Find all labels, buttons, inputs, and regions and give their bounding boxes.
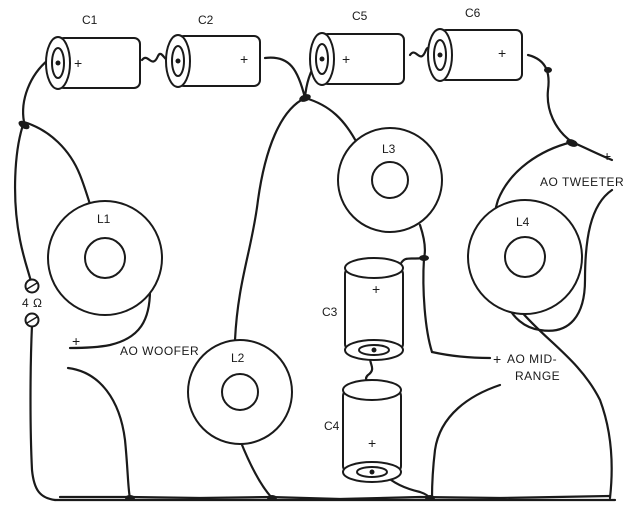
input-terminal-bottom — [24, 312, 40, 328]
wire-c2-right — [263, 56, 307, 100]
inductor-l4 — [467, 199, 583, 315]
wire-c1-left — [22, 58, 50, 124]
wire-c6-right — [526, 53, 574, 144]
label-l4: L4 — [516, 215, 530, 229]
input-terminal-top — [24, 278, 40, 294]
tweeter-plus-mark: + — [603, 148, 611, 164]
inductor-l1 — [47, 200, 163, 316]
label-c2: C2 — [198, 13, 214, 27]
junction-bus-3 — [425, 495, 435, 501]
label-l1: L1 — [97, 212, 111, 226]
midrange-plus-mark: + — [493, 351, 501, 367]
wire-tweeter-minus — [503, 188, 614, 332]
svg-text:+: + — [240, 51, 248, 67]
junction-c6-lead — [544, 67, 552, 73]
wire-input-top — [14, 120, 34, 287]
wiring — [14, 46, 617, 502]
junction-tweeter — [566, 139, 578, 147]
capacitor-c4: + — [342, 379, 402, 483]
svg-text:+: + — [368, 435, 376, 451]
wire-woofer-minus — [66, 366, 132, 500]
capacitor-c1: + — [45, 36, 141, 90]
wire-l4-bus — [518, 308, 613, 500]
wire-input-bottom — [29, 323, 57, 502]
wire-midrange-plus — [422, 256, 434, 354]
inductor-l3 — [337, 127, 443, 233]
junction-bus-1 — [125, 495, 135, 501]
junction-center — [299, 94, 311, 102]
label-midrange-line1: AO MID- — [507, 352, 557, 366]
inductor-l2 — [187, 339, 293, 445]
capacitor-c5: + — [309, 32, 405, 86]
label-c5: C5 — [352, 9, 368, 23]
wire-woofer-plus — [68, 288, 152, 350]
wire-midrange-plus-2 — [430, 350, 492, 360]
label-c1: C1 — [82, 13, 98, 27]
svg-text:+: + — [342, 51, 350, 67]
woofer-plus-mark: + — [72, 333, 80, 349]
junction-left — [18, 120, 30, 130]
wire-l3-c3 — [418, 223, 427, 260]
label-l3: L3 — [382, 142, 396, 156]
wire-bottom-bus-2 — [58, 494, 612, 501]
label-woofer: AO WOOFER — [120, 344, 199, 358]
svg-text:+: + — [498, 45, 506, 61]
junction-bus-2 — [267, 495, 277, 501]
wire-midrange-minus — [430, 383, 502, 500]
label-input-impedance: 4 Ω — [22, 296, 42, 310]
label-c3: C3 — [322, 305, 338, 319]
wire-l2-bus — [238, 438, 274, 500]
label-midrange-line2: RANGE — [515, 369, 560, 383]
label-tweeter: AO TWEETER — [540, 175, 624, 189]
label-c4: C4 — [324, 419, 340, 433]
capacitor-c6: + — [427, 28, 523, 82]
svg-text:+: + — [74, 55, 82, 71]
wire-l2-lead — [233, 96, 307, 342]
label-l2: L2 — [231, 351, 245, 365]
capacitor-c2: + — [165, 34, 261, 88]
label-c6: C6 — [465, 6, 481, 20]
capacitor-c3: + — [344, 257, 404, 361]
svg-text:+: + — [372, 281, 380, 297]
wire-l3-lead — [303, 96, 360, 147]
junction-c3 — [419, 255, 429, 261]
